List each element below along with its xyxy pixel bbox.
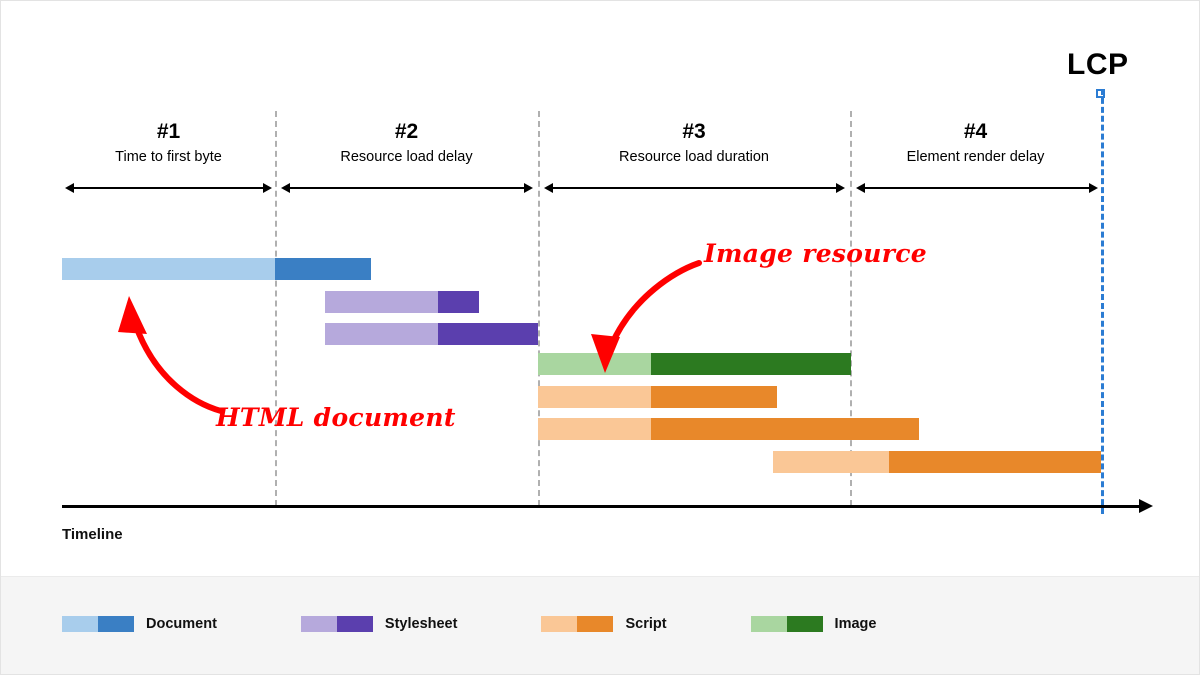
phase-2-number: #2	[394, 120, 419, 143]
legend-label-image: Image	[834, 616, 877, 632]
phase-4-name: Element render delay	[906, 149, 1045, 165]
legend-label-script: Script	[625, 616, 667, 632]
legend-label-stylesheet: Stylesheet	[384, 616, 458, 632]
arrow-head-right-icon	[836, 183, 845, 193]
phase-1-measure-arrow	[65, 183, 272, 193]
document-bar	[62, 258, 371, 280]
arrow-head-right-icon	[263, 183, 272, 193]
phase-4-heading: #4 Element render delay	[850, 119, 1101, 167]
stylesheet-bar-2	[325, 323, 538, 345]
phase-divider-3	[850, 111, 852, 506]
arrow-shaft	[288, 187, 526, 189]
legend-swatch-stylesheet-solid	[336, 616, 373, 632]
image-resource-annotation-arrow	[591, 260, 702, 373]
html-document-annotation: HTML document	[216, 403, 456, 432]
phase-divider-2	[538, 111, 540, 506]
legend-swatch-image-solid	[786, 616, 823, 632]
phase-1-name: Time to first byte	[115, 149, 222, 165]
phase-3-heading: #3 Resource load duration	[538, 119, 850, 167]
legend-swatch-document-pale	[62, 616, 98, 632]
legend-label-document: Document	[146, 616, 217, 632]
legend-item-script: Script	[541, 616, 667, 632]
legend-swatch-document-solid	[98, 616, 134, 632]
phase-4-measure-arrow	[856, 183, 1098, 193]
script-bar-2	[538, 418, 919, 440]
arrow-shaft	[72, 187, 265, 189]
lcp-marker-square	[1096, 89, 1105, 98]
script-bar-1	[538, 386, 777, 408]
legend-swatch-image-pale	[750, 616, 787, 632]
arrow-head-left-icon	[856, 183, 865, 193]
image-bar-download-segment	[651, 353, 851, 375]
stylesheet-bar-1	[325, 291, 479, 313]
arrow-shaft	[551, 187, 838, 189]
timeline-axis-arrow-icon	[1139, 499, 1153, 513]
image-resource-annotation: Image resource	[704, 239, 927, 268]
script-bar-3-delay-segment	[773, 451, 889, 473]
arrow-head-right-icon	[524, 183, 533, 193]
legend-swatch-document	[62, 616, 134, 632]
legend-swatch-stylesheet-pale	[300, 616, 337, 632]
arrow-shaft	[863, 187, 1091, 189]
legend-swatch-image	[750, 616, 823, 632]
document-bar-delay-segment	[62, 258, 275, 280]
script-bar-1-delay-segment	[538, 386, 651, 408]
phase-3-number: #3	[682, 120, 706, 143]
phase-2-name: Resource load delay	[340, 149, 473, 165]
phase-2-measure-arrow	[281, 183, 533, 193]
chart-legend: Document Stylesheet Script	[1, 576, 1199, 674]
html-document-annotation-arrow	[118, 296, 224, 414]
timeline-axis-label: Timeline	[62, 526, 123, 543]
stylesheet-bar-2-delay-segment	[325, 323, 438, 345]
script-bar-3	[773, 451, 1101, 473]
document-bar-download-segment	[275, 258, 371, 280]
phase-4-number: #4	[963, 120, 988, 143]
phase-divider-1	[275, 111, 277, 506]
legend-swatch-script	[541, 616, 614, 632]
legend-item-document: Document	[62, 616, 217, 632]
timeline-axis-line	[62, 505, 1141, 508]
phase-3-name: Resource load duration	[619, 149, 769, 165]
legend-item-image: Image	[750, 616, 877, 632]
stylesheet-bar-1-download-segment	[438, 291, 479, 313]
phase-3-measure-arrow	[544, 183, 845, 193]
script-bar-3-download-segment	[889, 451, 1101, 473]
image-bar-delay-segment	[538, 353, 651, 375]
script-bar-2-download-segment	[651, 418, 919, 440]
lcp-marker-line	[1101, 89, 1104, 514]
image-bar	[538, 353, 851, 375]
legend-swatch-stylesheet	[300, 616, 373, 632]
lcp-label: LCP	[1067, 48, 1129, 81]
arrow-head-right-icon	[1089, 183, 1098, 193]
script-bar-2-delay-segment	[538, 418, 651, 440]
stylesheet-bar-1-delay-segment	[325, 291, 438, 313]
phase-2-heading: #2 Resource load delay	[275, 119, 538, 167]
legend-swatch-script-pale	[541, 616, 578, 632]
script-bar-1-download-segment	[651, 386, 777, 408]
arrow-head-left-icon	[544, 183, 553, 193]
chart-plot-area: LCP #1 Time to first byte #2 Resource lo…	[1, 1, 1199, 576]
legend-row: Document Stylesheet Script	[62, 616, 876, 632]
legend-swatch-script-solid	[577, 616, 614, 632]
arrow-head-left-icon	[65, 183, 74, 193]
stylesheet-bar-2-download-segment	[438, 323, 538, 345]
legend-item-stylesheet: Stylesheet	[300, 616, 458, 632]
phase-1-number: #1	[156, 120, 181, 143]
arrow-head-left-icon	[281, 183, 290, 193]
phase-1-heading: #1 Time to first byte	[62, 119, 275, 167]
